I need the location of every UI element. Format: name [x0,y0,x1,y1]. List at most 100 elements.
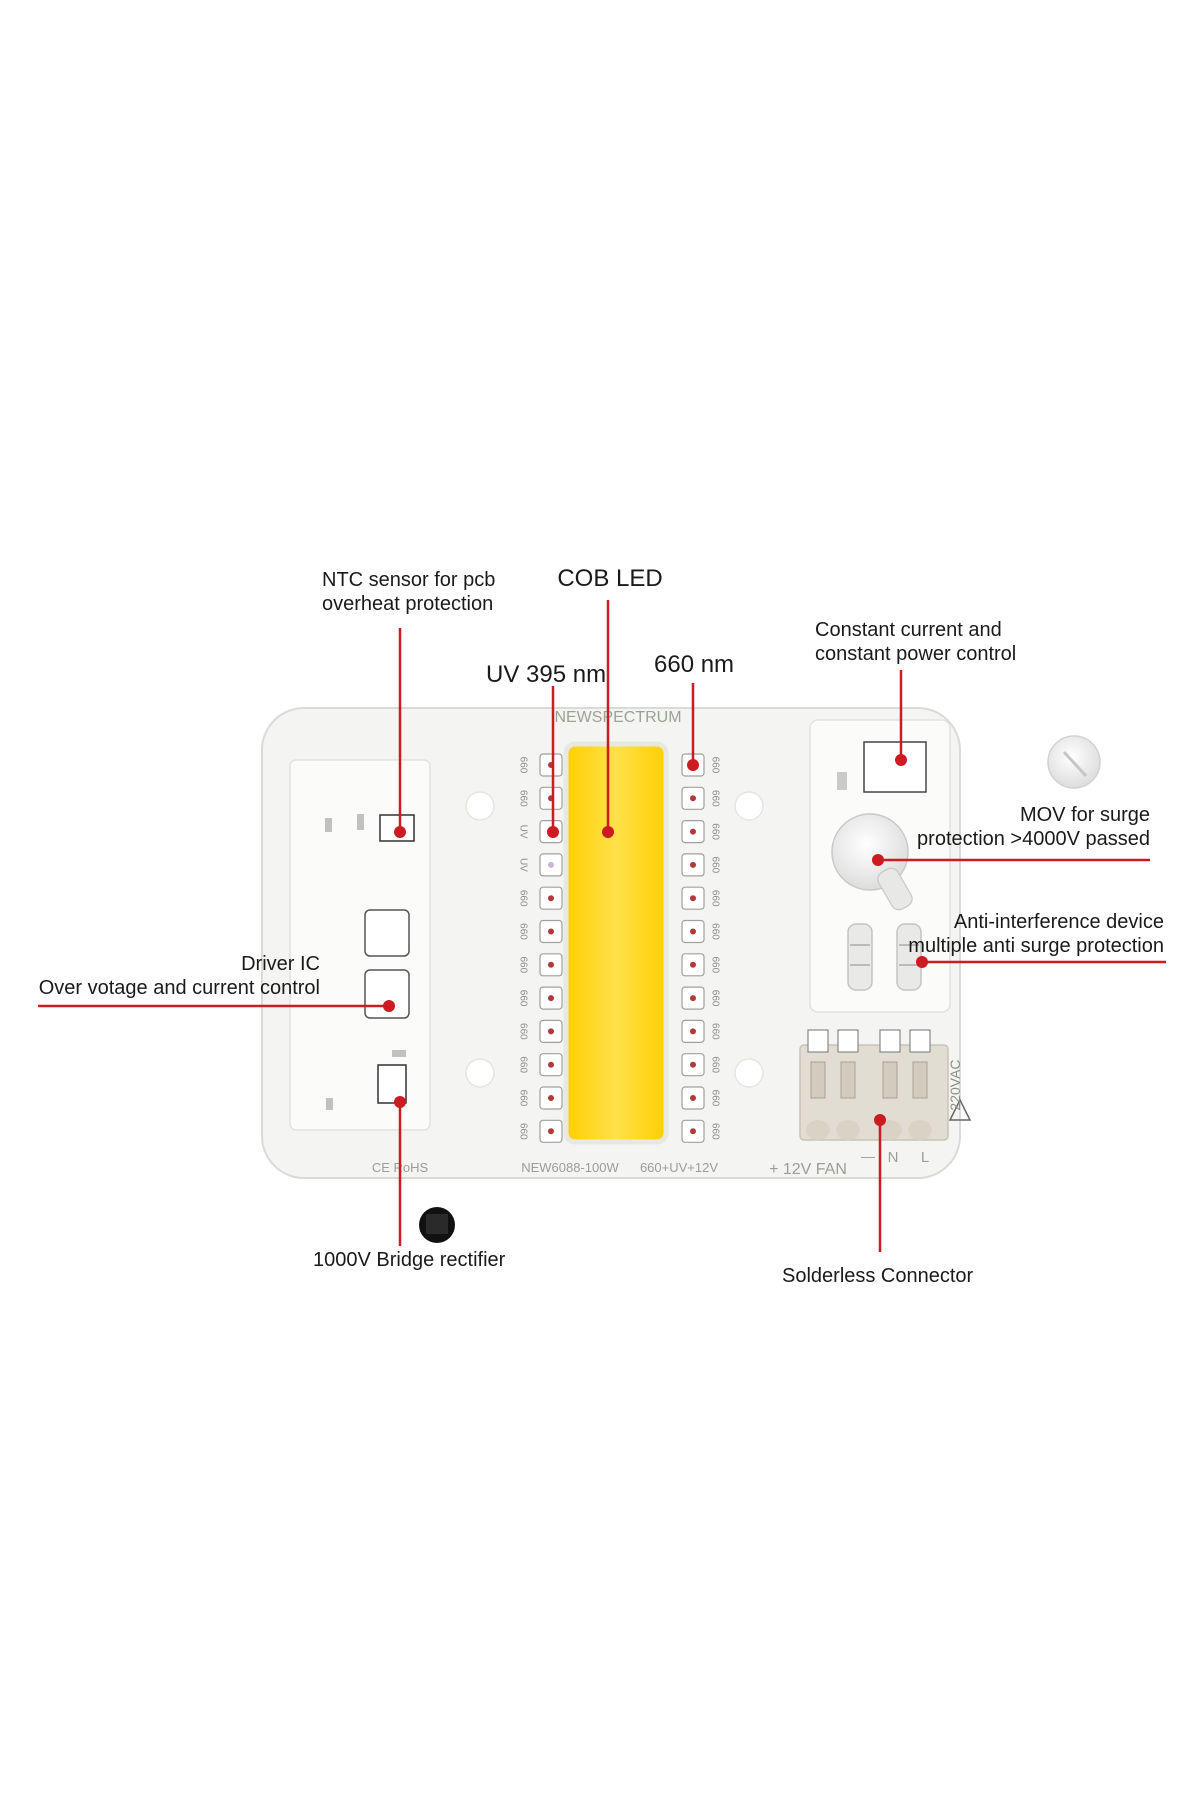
terminal-minus: — [861,1148,875,1164]
callout-cob-led: COB LED [540,565,680,594]
callout-uv-line1: UV 395 nm [486,661,607,688]
right-led-label: 660 [709,790,720,807]
bridge-small-part [392,1050,406,1057]
right-led-label: 660 [709,956,720,973]
right-led-dot [690,828,696,835]
right-led-label: 660 [709,857,720,874]
left-led-label: UV [517,858,528,872]
callout-mov-line1: MOV for surge [1019,804,1150,826]
right-led-dot [690,1028,696,1035]
right-led-label: 660 [709,1056,720,1073]
anti-interference-component-1 [847,923,873,991]
driver-ic-chip-1 [364,909,410,957]
callout-driver-line2: Over votage and current control [38,977,320,999]
left-led-dot [548,1028,554,1035]
driver-strip [289,759,431,1131]
right-led-dot [690,1128,696,1135]
left-led-dot [548,995,554,1002]
cob-led-strip [563,741,669,1145]
left-led-label: 660 [517,1056,528,1073]
right-led-label: 660 [709,757,720,774]
bridge-rectifier-graphic-body [426,1214,448,1234]
terminal-n: N [888,1149,899,1166]
mov-lead [877,867,913,911]
callout-cob-line1: COB LED [557,565,663,592]
callout-660nm: 660 nm [654,651,734,680]
left-strip-small-part [326,1098,333,1110]
mounting-hole-2 [734,791,764,821]
board-brand-text: NEWSPECTRUM [554,709,681,726]
left-led-label: 660 [517,956,528,973]
callout-constant-line2: constant power control [815,643,1017,665]
right-led-dot [690,961,696,968]
callout-660-line1: 660 nm [654,651,735,678]
left-led-dot [548,961,554,968]
callout-constant-current: Constant current and constant power cont… [815,618,1016,666]
board-spec-text: 660+UV+12V [640,1160,718,1175]
callout-mov-surge: MOV for surge protection >4000V passed [880,803,1150,851]
callout-bridge-line1: 1000V Bridge rectifier [313,1249,506,1271]
ntc-small-part-2 [357,814,364,830]
right-led-dot [690,928,696,935]
mounting-hole-3 [465,1058,495,1088]
callout-uv-395: UV 395 nm [486,661,606,690]
left-led-label: 660 [517,1023,528,1040]
right-led-dot [690,1061,696,1068]
right-led-dot [690,895,696,902]
callout-ntc-line2: overheat protection [322,593,494,615]
right-led-label: 660 [709,890,720,907]
callout-ntc-sensor: NTC sensor for pcb overheat protection [322,568,495,616]
callout-driver-line1: Driver IC [241,953,320,975]
left-led-dot [548,1128,554,1135]
left-led-label: 660 [517,790,528,807]
right-led-label: 660 [709,923,720,940]
warning-icon [948,1098,972,1121]
right-led-label: 660 [709,1090,720,1107]
left-led-label: 660 [517,990,528,1007]
ntc-small-part-1 [325,818,332,832]
left-led-label: 660 [517,890,528,907]
callout-dots [383,754,928,1126]
callout-lines [38,600,1166,1252]
right-led-column: 660 660 660 660 660 660 660 660 660 660 660 660 [681,753,720,1143]
left-led-label: 660 [517,1090,528,1107]
constant-current-chip [863,741,927,793]
right-led-label: 660 [709,1123,720,1140]
solderless-connector [799,1029,949,1141]
right-led-label: 660 [709,1023,720,1040]
callout-anti-interference: Anti-interference device multiple anti s… [860,910,1164,958]
left-led-label: 660 [517,757,528,774]
callout-bridge-rectifier: 1000V Bridge rectifier [313,1248,505,1272]
right-led-label: 660 [709,990,720,1007]
left-led-label: 660 [517,1123,528,1140]
right-led-dot [690,795,696,802]
mov-floating-lead [1062,750,1088,778]
right-led-dot [690,861,696,868]
board-model-text: NEW6088-100W [521,1160,619,1175]
left-led-dot [548,895,554,902]
left-led-dot [548,1095,554,1101]
right-led-dot [690,1095,696,1101]
left-led-dot [548,928,554,935]
left-led-dot [548,1061,554,1068]
callout-driver-ic: Driver IC Over votage and current contro… [30,952,320,1000]
callout-constant-line1: Constant current and [815,619,1002,641]
terminal-l: L [921,1149,929,1166]
callout-anti-line2: multiple anti surge protection [908,935,1164,957]
board-voltage-text: 220VAC [947,1059,963,1110]
left-led-label: 660 [517,923,528,940]
right-led-dot [690,995,696,1002]
board-fan-text: + 12V FAN [769,1161,847,1178]
left-led-label: UV [517,825,528,839]
callout-mov-line2: protection >4000V passed [917,828,1150,850]
power-small-part [837,772,847,790]
mounting-hole-1 [465,791,495,821]
right-led-label: 660 [709,823,720,840]
callout-solderless-connector: Solderless Connector [782,1264,973,1288]
callout-anti-line1: Anti-interference device [953,911,1164,933]
mounting-hole-4 [734,1058,764,1088]
callout-ntc-line1: NTC sensor for pcb [322,569,496,591]
left-led-dot [548,861,554,868]
